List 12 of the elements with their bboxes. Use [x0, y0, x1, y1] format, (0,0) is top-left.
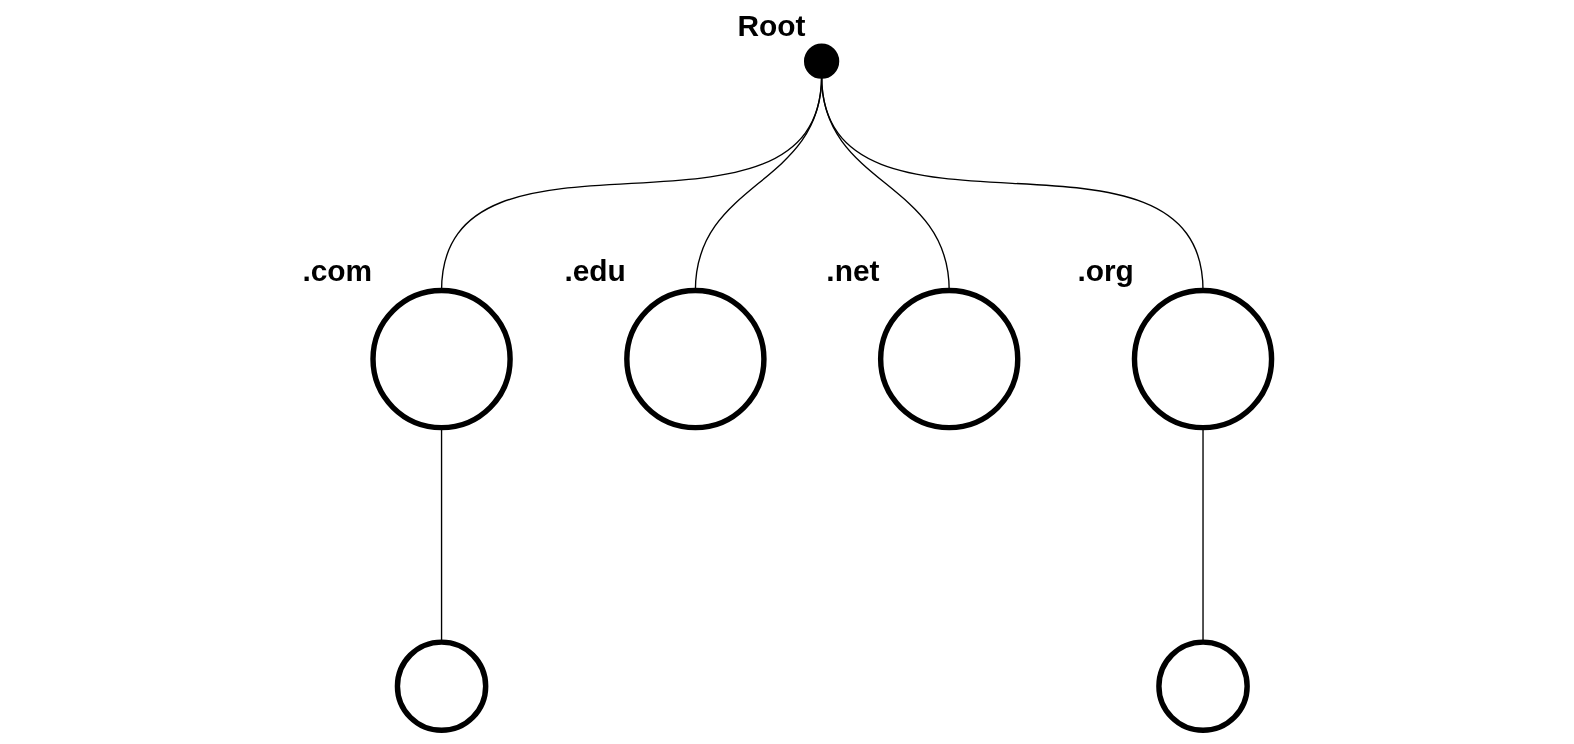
node-circle — [624, 287, 767, 431]
node-circle — [877, 287, 1021, 431]
node-circle — [370, 287, 513, 431]
node-label: Root — [737, 9, 806, 43]
node-circle — [1156, 639, 1250, 734]
node-circle — [1131, 287, 1275, 431]
node-circle — [394, 639, 489, 734]
node-label: .com — [302, 253, 373, 287]
node-circle — [803, 43, 840, 79]
node-label: .edu — [564, 253, 626, 287]
node-label: .org — [1077, 253, 1134, 287]
node-label: .net — [826, 253, 880, 287]
